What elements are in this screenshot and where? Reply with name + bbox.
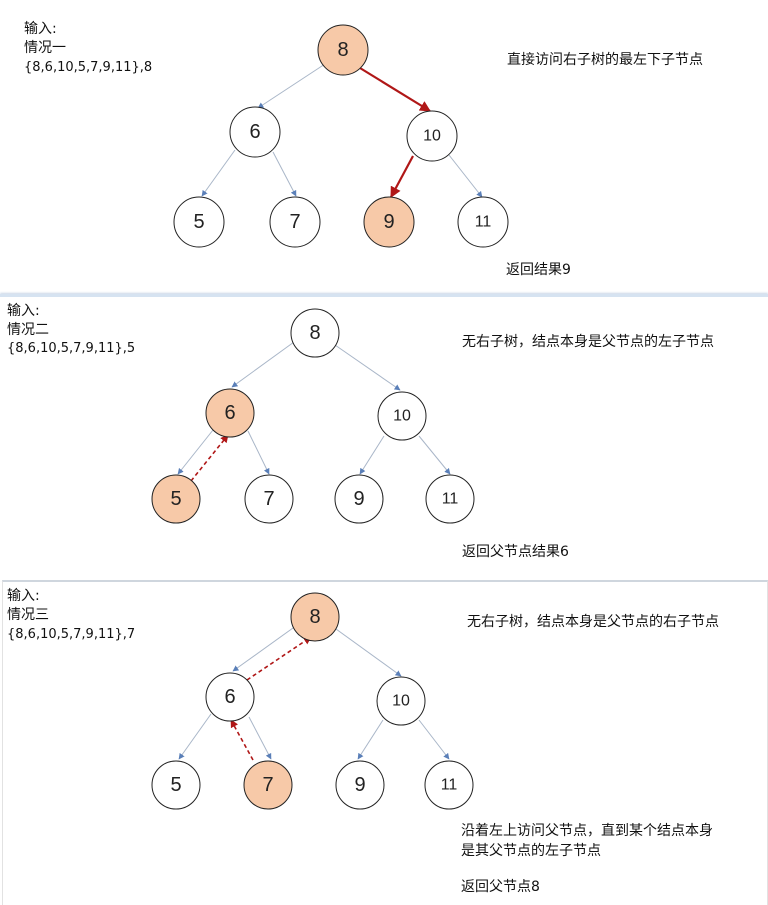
case-1-panel: 输入: 情况一 {8,6,10,5,7,9,11},8 直接访问右子树的最左下子… [0,0,768,294]
tree-edge [178,713,212,760]
input-label: 输入: [7,303,40,319]
tree-node: 9 [334,474,384,524]
tree-edge [247,430,270,475]
svg-text:5: 5 [193,211,204,233]
case-description: 直接访问右子树的最左下子节点 [507,52,703,68]
tree-edge [418,435,451,475]
tree-node: 8 [290,308,340,358]
traversal-arrow [390,155,414,198]
input-label: 输入: [24,21,57,37]
traversal-arrow [230,719,254,761]
tree-node: 10 [406,110,458,162]
result-text: 返回父节点结果6 [462,544,569,560]
input-label: 输入: [7,588,40,604]
tree-node: 5 [151,760,201,810]
binary-tree-diagram: 8 6 10 5 7 9 11 [173,24,509,248]
svg-text:7: 7 [262,774,273,796]
case-label: 情况二 [7,322,49,338]
input-value: {8,6,10,5,7,9,11},5 [7,341,136,356]
svg-text:10: 10 [392,693,410,710]
svg-text:6: 6 [224,402,235,424]
traversal-arrow [359,67,431,112]
tree-node: 5 [151,474,201,524]
svg-text:5: 5 [170,774,181,796]
tree-node: 10 [377,391,427,441]
case-3-panel: 输入: 情况三 {8,6,10,5,7,9,11},7 无右子树，结点本身是父节… [2,580,768,905]
case-label: 情况三 [7,607,49,623]
svg-text:10: 10 [393,408,411,425]
case-description-continued: 沿着左上访问父节点，直到某个结点本身 [461,823,713,839]
svg-text:9: 9 [383,211,394,233]
tree-edge [231,341,295,388]
result-text: 返回结果9 [506,262,571,278]
binary-tree-diagram: 8 6 10 5 7 9 11 [151,592,474,810]
tree-edge [232,627,294,672]
input-value: {8,6,10,5,7,9,11},7 [7,627,136,642]
case-description: 无右子树，结点本身是父节点的右子节点 [467,614,719,630]
tree-edge [248,716,272,760]
svg-text:11: 11 [475,214,492,231]
tree-edge [272,151,297,197]
svg-text:10: 10 [423,128,441,145]
binary-tree-diagram: 8 6 10 5 7 9 11 [151,308,475,524]
tree-node: 7 [269,196,321,248]
tree-node: 9 [335,760,385,810]
tree-edge [201,149,236,197]
tree-node: 7 [243,760,293,810]
svg-text:8: 8 [309,606,320,628]
svg-text:9: 9 [354,774,365,796]
tree-node: 9 [363,196,415,248]
tree-edge [334,344,401,391]
input-value: {8,6,10,5,7,9,11},8 [24,60,153,75]
svg-text:6: 6 [249,121,260,143]
svg-text:8: 8 [337,39,348,61]
tree-node: 6 [205,672,255,722]
result-text: 返回父节点8 [461,879,540,895]
svg-text:8: 8 [309,322,320,344]
tree-node: 6 [205,388,255,438]
tree-node: 7 [244,474,294,524]
tree-edge [335,628,402,677]
case-description-continued: 是其父节点的左子节点 [461,843,601,859]
tree-edge [257,63,326,109]
svg-text:11: 11 [441,777,458,794]
tree-edge [359,435,385,475]
tree-node: 5 [173,196,225,248]
svg-text:11: 11 [442,491,459,508]
tree-node: 6 [229,106,281,158]
traversal-arrow [246,636,312,681]
tree-node: 11 [424,760,474,810]
tree-edge [418,719,450,760]
tree-edge [448,154,483,198]
svg-text:9: 9 [353,488,364,510]
tree-edge [177,429,214,475]
svg-text:5: 5 [170,488,181,510]
svg-text:6: 6 [224,686,235,708]
tree-edge [357,719,384,760]
case-label: 情况一 [24,40,66,56]
tree-node: 10 [376,676,426,726]
tree-node: 8 [290,592,340,642]
traversal-arrow [190,434,229,482]
svg-text:7: 7 [263,488,274,510]
case-2-panel: 输入: 情况二 {8,6,10,5,7,9,11},5 无右子树，结点本身是父节… [0,294,768,581]
tree-node: 8 [317,24,369,76]
case-description: 无右子树，结点本身是父节点的左子节点 [462,334,714,350]
tree-node: 11 [457,196,509,248]
tree-node: 11 [425,474,475,524]
svg-text:7: 7 [289,211,300,233]
